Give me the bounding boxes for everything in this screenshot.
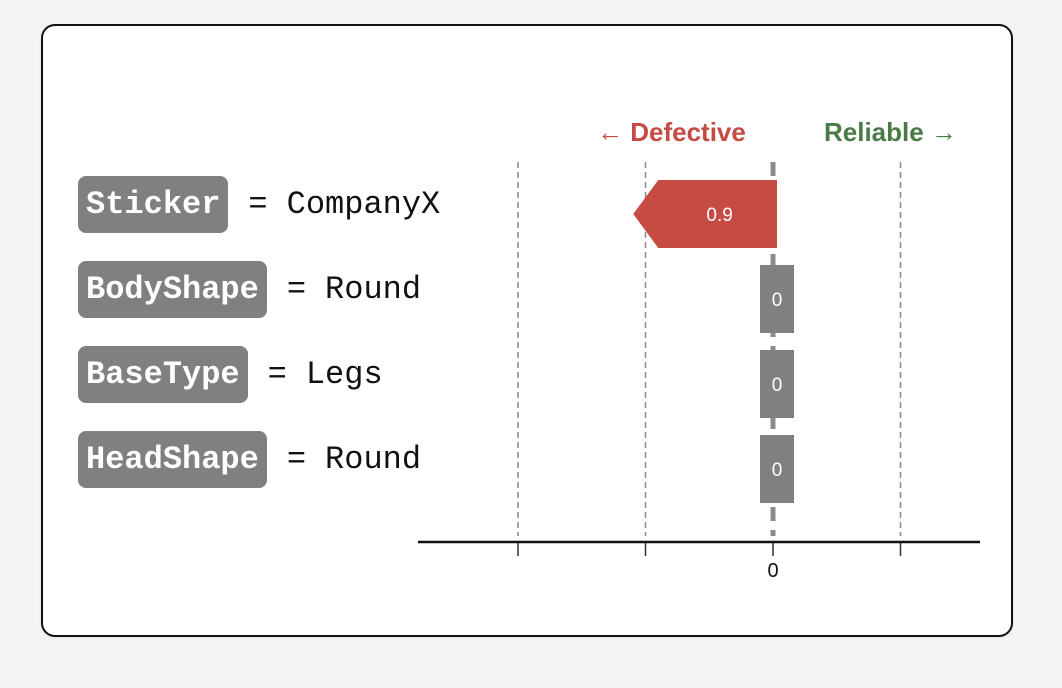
feature-equals-sign: = xyxy=(248,186,268,223)
feature-name-tag: BodyShape xyxy=(78,261,267,318)
x-tick-label: 0 xyxy=(767,560,778,582)
bar-value-label: 0 xyxy=(772,290,783,311)
contribution-bar xyxy=(760,350,794,418)
feature-value: CompanyX xyxy=(286,186,441,223)
feature-equals-sign: = xyxy=(286,441,307,478)
feature-equals-sign: = xyxy=(286,271,307,308)
feature-row-sticker: Sticker = CompanyX xyxy=(78,176,440,233)
feature-value: Round xyxy=(325,441,422,478)
contribution-bar xyxy=(633,180,777,248)
feature-row-bodyshape: BodyShape = Round xyxy=(78,261,421,318)
feature-value: Round xyxy=(325,271,422,308)
chart-card xyxy=(41,24,1013,637)
feature-name-tag: BaseType xyxy=(78,346,248,403)
bar-value-label: 0 xyxy=(772,460,783,481)
bar-value-label: 0 xyxy=(772,375,783,396)
defective-direction-label: ← Defective xyxy=(597,117,746,147)
reliable-direction-label: Reliable → xyxy=(824,117,957,147)
feature-row-basetype: BaseType = Legs xyxy=(78,346,383,403)
bar-value-label: 0.9 xyxy=(706,205,732,226)
contribution-bar xyxy=(760,265,794,333)
feature-value: Legs xyxy=(305,356,383,393)
contribution-bar xyxy=(760,435,794,503)
feature-row-headshape: HeadShape = Round xyxy=(78,431,421,488)
feature-equals-sign: = xyxy=(267,356,287,393)
feature-name-tag: HeadShape xyxy=(78,431,267,488)
feature-name-tag: Sticker xyxy=(78,176,229,233)
